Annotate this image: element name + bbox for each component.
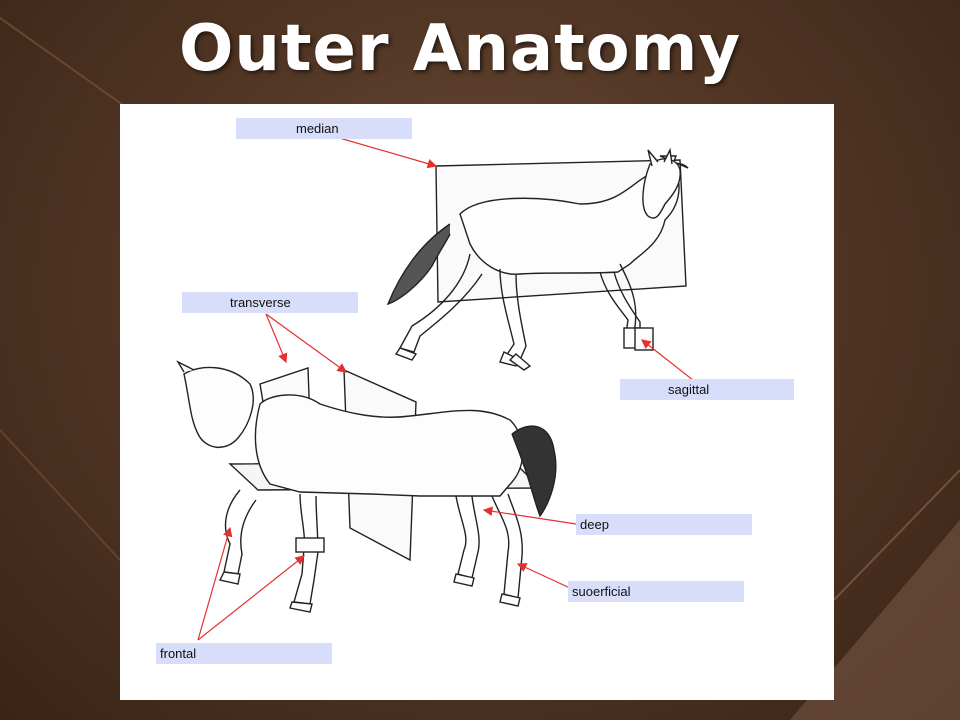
label-superficial: suoerficial [568,581,744,602]
median-arrow [335,136,438,169]
label-transverse-text: transverse [230,295,291,310]
frontal-arrow-2 [197,555,305,641]
lower-horse-body [254,394,524,497]
label-transverse: transverse [182,292,358,313]
label-sagittal: sagittal [620,379,794,400]
lower-horse-tail [511,425,557,518]
superficial-arrow [516,563,571,589]
anatomy-drawing [176,136,699,641]
upper-horse-head [642,158,681,219]
label-median: median [236,118,412,139]
label-superficial-text: suoerficial [572,584,631,599]
label-deep-text: deep [580,517,609,532]
lower-horse-head [183,366,254,448]
sagittal-arrow [641,339,699,385]
deep-arrow [482,506,577,525]
slide-title: Outer Anatomy [178,12,742,86]
frontal-arrow-1 [197,526,233,641]
transverse-arrow-1 [265,313,288,364]
upper-horse-tail [386,223,451,306]
label-sagittal-text: sagittal [668,382,710,397]
transverse-arrow-2 [265,313,347,373]
anatomy-figure: median transverse sagittal deep suoerfic… [120,104,834,700]
label-frontal: frontal [156,643,332,664]
upper-horse-drawing [386,147,689,371]
label-deep: deep [576,514,752,535]
label-median-text: median [296,121,339,136]
lower-horse-drawing [176,360,557,613]
leader-arrows [197,136,699,641]
label-frontal-text: frontal [160,646,197,661]
